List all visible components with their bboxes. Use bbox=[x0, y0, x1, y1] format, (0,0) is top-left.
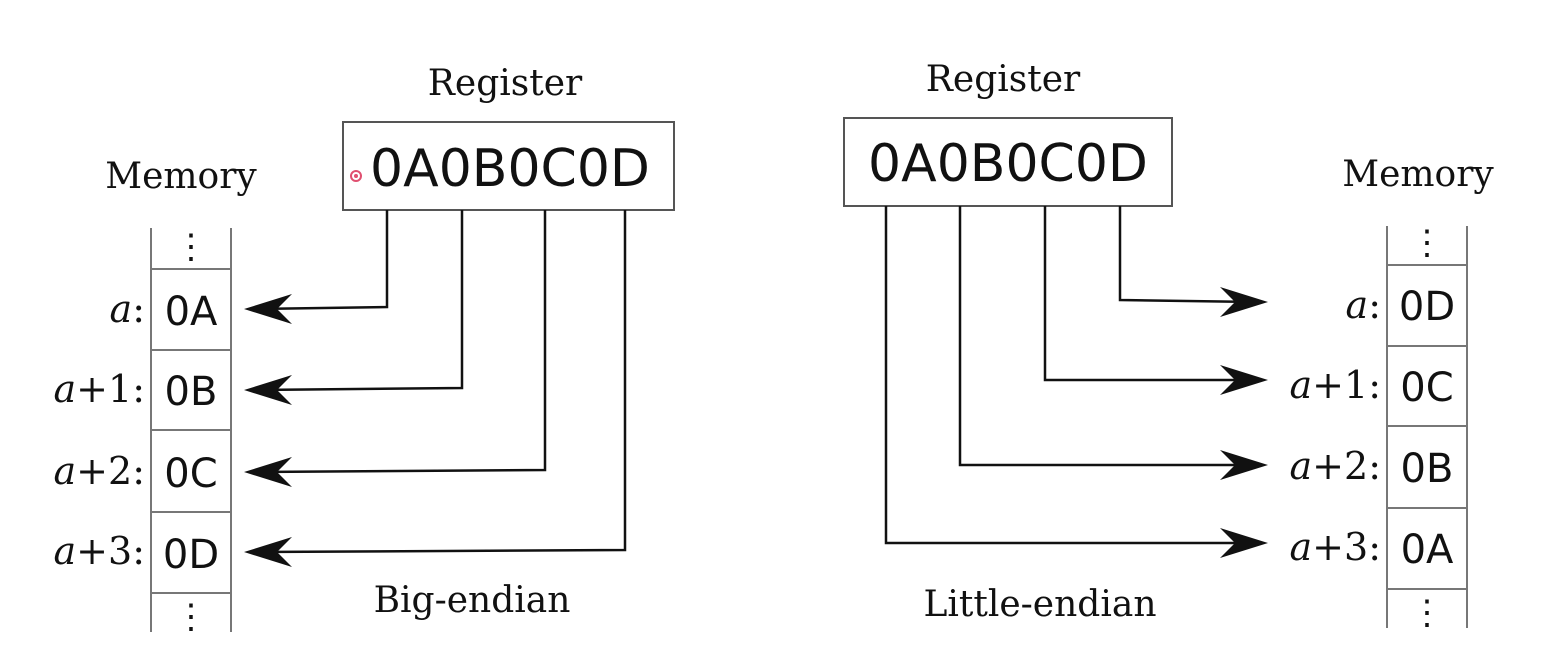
little-endian-memory-label: Memory bbox=[1342, 154, 1494, 195]
big-endian-memory-column bbox=[150, 228, 232, 632]
little-endian-arrowheads bbox=[1220, 287, 1268, 558]
right-arrowhead bbox=[1220, 450, 1268, 480]
big-endian-register-box bbox=[342, 121, 675, 211]
little-endian-arrow-line bbox=[884, 206, 1256, 545]
big-endian-bottom-ellipsis: ⋮ bbox=[174, 597, 208, 637]
little-endian-register-label: Register bbox=[926, 59, 1081, 100]
big-endian-address-label: a+2: bbox=[54, 449, 145, 493]
big-endian-connectors bbox=[254, 210, 627, 554]
little-endian-address-label: a+2: bbox=[1290, 444, 1381, 488]
big-endian-cell-value: 0C bbox=[164, 451, 217, 497]
big-endian-top-ellipsis: ⋮ bbox=[174, 227, 208, 267]
little-endian-cell-value: 0A bbox=[1401, 527, 1454, 573]
big-endian-caption: Big-endian bbox=[374, 580, 571, 621]
big-endian-memory-label: Memory bbox=[105, 156, 257, 197]
little-endian-address-label: a: bbox=[1346, 283, 1381, 327]
left-arrowhead bbox=[244, 537, 292, 567]
little-endian-arrow-line bbox=[958, 206, 1256, 467]
big-endian-arrow-line bbox=[254, 210, 627, 554]
big-endian-arrow-line bbox=[254, 210, 547, 474]
little-endian-memory-column bbox=[1386, 226, 1468, 628]
little-endian-register-value: 0A0B0C0D bbox=[868, 134, 1148, 194]
right-arrowhead bbox=[1220, 528, 1268, 558]
big-endian-register-label: Register bbox=[428, 63, 583, 104]
little-endian-cell-value: 0C bbox=[1400, 365, 1453, 411]
big-endian-cell-value: 0B bbox=[165, 369, 218, 415]
little-endian-top-ellipsis: ⋮ bbox=[1410, 223, 1444, 263]
little-endian-bottom-ellipsis: ⋮ bbox=[1410, 593, 1444, 633]
little-endian-register-box bbox=[843, 117, 1173, 207]
little-endian-arrow-line bbox=[1118, 206, 1257, 304]
right-arrowhead bbox=[1220, 287, 1268, 317]
cursor-marker bbox=[350, 170, 362, 182]
little-endian-cell-value: 0D bbox=[1399, 284, 1455, 330]
big-endian-cell-value: 0A bbox=[165, 289, 218, 335]
big-endian-address-label: a: bbox=[110, 287, 145, 331]
little-endian-arrow-line bbox=[1043, 206, 1256, 382]
cursor-marker-dot bbox=[354, 174, 358, 178]
big-endian-address-label: a+3: bbox=[54, 529, 145, 573]
big-endian-arrow-line bbox=[254, 210, 464, 392]
little-endian-address-label: a+1: bbox=[1290, 363, 1381, 407]
big-endian-register-value: 0A0B0C0D bbox=[370, 139, 650, 199]
left-arrowhead bbox=[244, 457, 292, 487]
left-arrowhead bbox=[244, 375, 292, 405]
right-arrowhead bbox=[1220, 365, 1268, 395]
big-endian-cell-value: 0D bbox=[163, 532, 219, 578]
little-endian-cell-value: 0B bbox=[1401, 446, 1454, 492]
big-endian-arrowheads bbox=[244, 294, 292, 567]
little-endian-caption: Little-endian bbox=[923, 584, 1156, 625]
little-endian-address-label: a+3: bbox=[1290, 525, 1381, 569]
big-endian-arrow-line bbox=[254, 210, 389, 311]
big-endian-address-label: a+1: bbox=[54, 367, 145, 411]
left-arrowhead bbox=[244, 294, 292, 324]
little-endian-panel: Register 0A0B0C0D Memory ⋮ ⋮ 0D 0C 0B 0A… bbox=[843, 59, 1494, 633]
big-endian-panel: Register 0A0B0C0D Memory ⋮ ⋮ 0A 0B 0C 0D… bbox=[54, 63, 675, 637]
little-endian-connectors bbox=[884, 206, 1257, 545]
